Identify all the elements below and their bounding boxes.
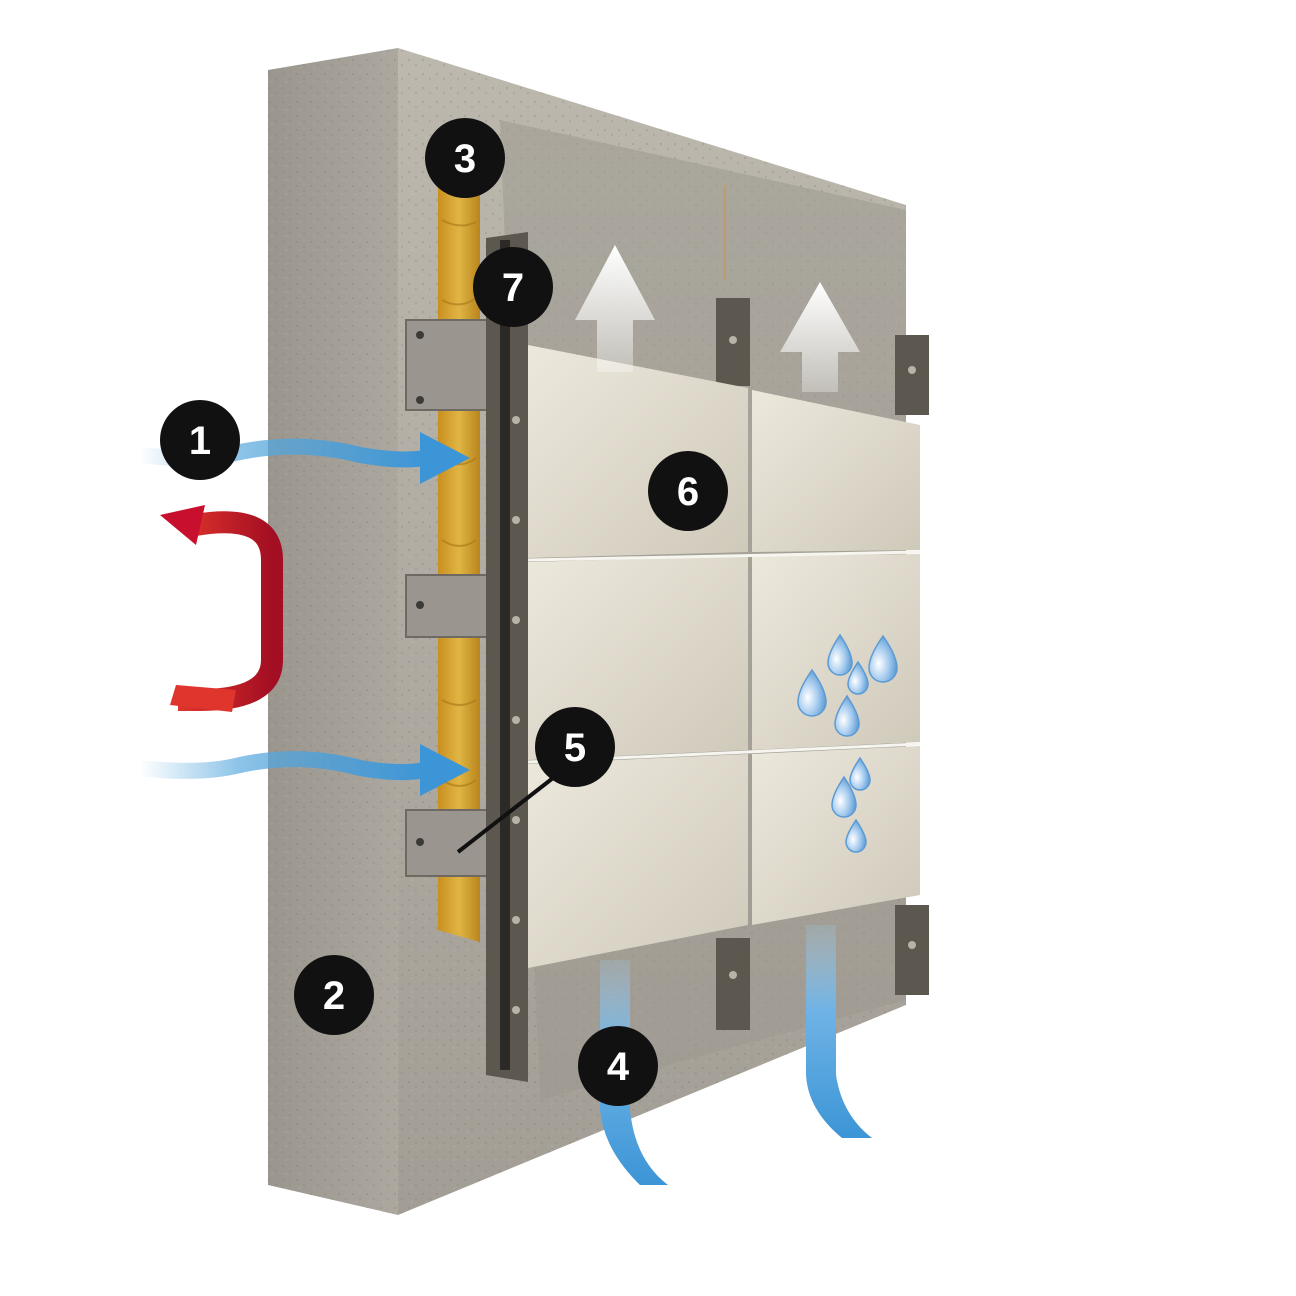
callout-4-label: 4 — [607, 1045, 630, 1089]
callout-5-label: 5 — [564, 726, 586, 770]
air-intake-ribbons — [600, 925, 872, 1185]
ribbon-left — [600, 960, 668, 1185]
ventilation-up-arrows — [575, 245, 860, 392]
vertical-rails — [486, 232, 929, 1082]
callout-1: 1 — [160, 400, 240, 480]
cladding-panels — [527, 345, 921, 968]
callout-3: 3 — [425, 118, 505, 198]
callout-4: 4 — [578, 1026, 658, 1106]
callout-7-label: 7 — [502, 266, 524, 310]
panel-top-right — [752, 390, 920, 552]
panel-bot-left — [528, 754, 748, 968]
callout-2-label: 2 — [323, 974, 345, 1018]
callout-6-label: 6 — [677, 470, 699, 514]
panel-bot-right — [752, 746, 920, 925]
air-flow-arrows — [132, 432, 470, 796]
callout-1-label: 1 — [189, 419, 211, 463]
up-arrow-left — [575, 245, 655, 372]
water-drops — [797, 633, 898, 853]
callout-5: 5 — [535, 707, 615, 787]
heat-reflection-arrow — [160, 505, 283, 712]
callout-2: 2 — [294, 955, 374, 1035]
ribbon-right — [806, 925, 872, 1138]
up-arrow-right — [780, 282, 860, 392]
callout-7: 7 — [473, 247, 553, 327]
callout-5-leader — [456, 776, 555, 854]
callout-6: 6 — [648, 451, 728, 531]
air-arrow-lower — [132, 751, 433, 781]
callout-3-label: 3 — [454, 137, 476, 181]
